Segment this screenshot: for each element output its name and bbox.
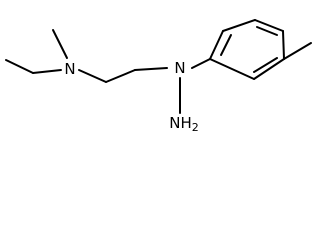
bond-ch2-nhyd <box>134 67 168 71</box>
bond-ring-double-b <box>256 26 278 36</box>
bond-ring-2 <box>222 19 256 32</box>
bond-n-ch2 <box>78 69 107 83</box>
bond-ring-4 <box>282 30 285 60</box>
bond-ring-6 <box>209 58 255 80</box>
bond-ethyl-left-ch2 <box>32 69 62 74</box>
chemical-structure: N N NH2 <box>5 19 312 134</box>
label-amino-group: NH2 <box>169 114 199 134</box>
bond-ethyl-top-ch3 <box>52 29 68 59</box>
bond-ch2-ch2 <box>105 69 136 83</box>
bond-ring-double-a <box>220 34 232 56</box>
bond-ring-5 <box>253 58 285 80</box>
bond-methyl <box>283 42 312 60</box>
bond-ring-double-c <box>253 57 278 73</box>
label-amine-n: N <box>64 60 75 78</box>
bond-n-aryl <box>191 58 211 69</box>
bond-ring-3 <box>254 19 284 32</box>
bond-ring-1 <box>209 30 224 60</box>
label-hydrazine-n: N <box>174 59 185 77</box>
bond-ethyl-left-ch3 <box>5 59 34 74</box>
